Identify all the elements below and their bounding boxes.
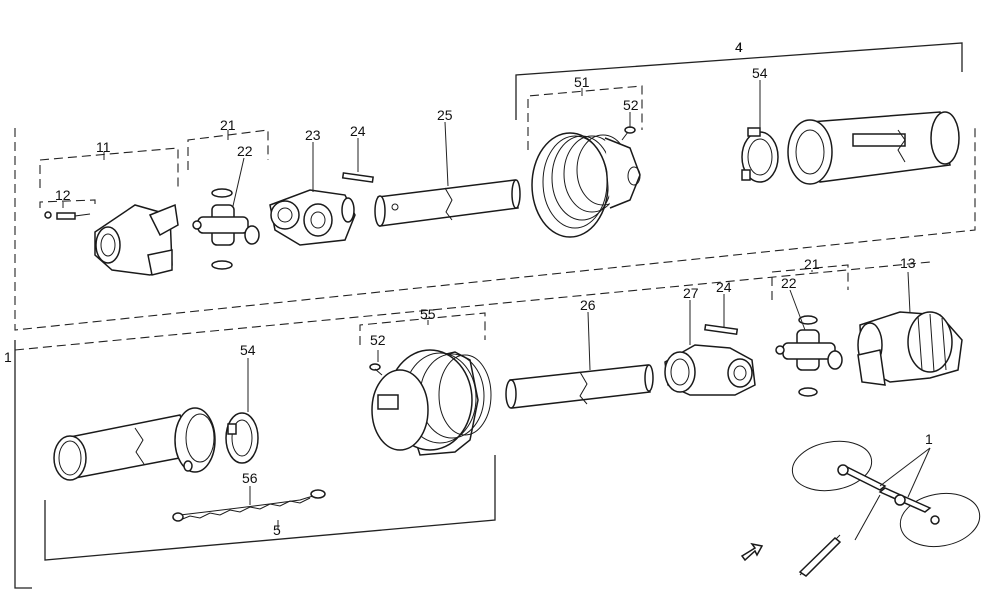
tube-26 xyxy=(505,364,654,409)
group-bracket-4 xyxy=(515,42,963,120)
group-outline-lower-shaft xyxy=(14,261,931,589)
group-bracket-51 xyxy=(527,85,643,150)
group-bracket-11 xyxy=(39,147,179,190)
callout-52-bottom: 52 xyxy=(370,332,386,348)
callout-4: 4 xyxy=(735,39,743,55)
callout-25: 25 xyxy=(437,107,453,123)
inset-mounting-sketch xyxy=(740,440,981,577)
callout-51: 51 xyxy=(574,74,590,90)
callouts: 4 51 52 54 11 12 21 22 23 24 25 1 54 52 … xyxy=(4,39,933,538)
tube-25 xyxy=(374,179,521,227)
callout-5: 5 xyxy=(273,522,281,538)
callout-54-top: 54 xyxy=(752,65,768,81)
washer-screw-12 xyxy=(44,211,91,220)
callout-22-bottom: 22 xyxy=(781,275,797,291)
callout-1-inset: 1 xyxy=(925,431,933,447)
ring-54-top xyxy=(741,127,779,183)
outer-guard-tube-lower xyxy=(53,407,216,481)
callout-12: 12 xyxy=(55,187,71,203)
callout-55: 55 xyxy=(420,306,436,322)
yoke-27 xyxy=(664,344,756,396)
cross-journal-22-bottom xyxy=(775,315,843,397)
yoke-13 xyxy=(857,311,963,386)
callout-11: 11 xyxy=(96,139,111,155)
yoke-11 xyxy=(94,203,179,276)
pin-24-bottom xyxy=(704,323,739,336)
ring-54-bottom xyxy=(225,412,259,464)
guard-cone-55 xyxy=(371,349,492,456)
yoke-23 xyxy=(269,189,356,246)
callout-21-bottom: 21 xyxy=(804,256,820,272)
screw-52-bottom xyxy=(369,363,383,376)
callout-52-top: 52 xyxy=(623,97,639,113)
callout-22-top: 22 xyxy=(237,143,253,159)
callout-26: 26 xyxy=(580,297,596,313)
cross-journal-22-top xyxy=(192,188,260,270)
callout-54-bottom: 54 xyxy=(240,342,256,358)
callout-21-top: 21 xyxy=(220,117,236,133)
group-bracket-5 xyxy=(44,455,496,561)
callout-27: 27 xyxy=(683,285,699,301)
leader-lines xyxy=(62,80,911,530)
outer-guard-tube-4 xyxy=(787,111,960,185)
group-bracket-21-bottom xyxy=(771,264,849,300)
callout-23: 23 xyxy=(305,127,321,143)
guard-cone-51 xyxy=(531,132,641,238)
group-bracket-12 xyxy=(39,199,96,208)
callout-24-top: 24 xyxy=(350,123,366,139)
group-outline-upper-shaft xyxy=(14,128,976,331)
pin-24-top xyxy=(341,172,374,183)
callout-56: 56 xyxy=(242,470,258,486)
callout-13: 13 xyxy=(900,255,916,271)
callout-24-bottom: 24 xyxy=(716,279,732,295)
group-bracket-55 xyxy=(359,312,486,345)
screw-52-top xyxy=(621,126,636,141)
chain-56 xyxy=(172,489,326,522)
callout-1-left: 1 xyxy=(4,349,12,365)
